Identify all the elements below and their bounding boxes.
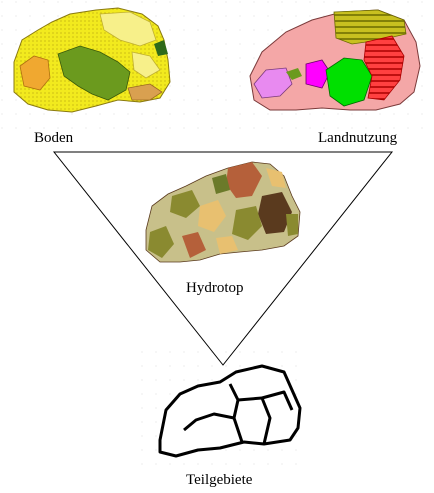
soil-patch-brown	[127, 83, 163, 101]
hydro-patch-6	[148, 226, 174, 258]
hydro-patch-8	[266, 168, 286, 188]
label-subareas: Teilgebiete	[186, 472, 253, 488]
subarea-divider-2	[183, 412, 235, 432]
landuse-patch-violet	[253, 67, 293, 99]
hydro-patch-3	[198, 200, 226, 232]
landuse-map	[249, 9, 421, 111]
hydro-patch-9	[212, 174, 230, 194]
soil-patch-light	[131, 51, 161, 79]
landuse-patch-small	[286, 68, 302, 80]
soil-patch-pale	[99, 11, 157, 47]
subarea-divider-1	[228, 383, 244, 443]
soil-patch-green	[57, 45, 131, 101]
hydro-patch-1	[226, 162, 262, 198]
label-landuse: Landnutzung	[318, 130, 398, 146]
subarea-divider-4	[237, 396, 272, 445]
hydrotope-map	[145, 161, 301, 263]
label-hydrotope: Hydrotop	[186, 280, 244, 296]
soil-map	[13, 7, 171, 113]
landuse-patch-magenta	[305, 59, 331, 89]
hydro-patch-7	[182, 232, 206, 258]
hydro-patch-11	[216, 236, 238, 254]
hydro-patch-10	[286, 214, 298, 236]
label-soil: Boden	[34, 130, 74, 146]
soil-patch-darkgreen	[154, 40, 168, 56]
hydro-patch-5	[232, 206, 262, 240]
overlay-triangle	[52, 151, 394, 366]
hydro-patch-2	[170, 190, 200, 218]
soil-patch-orange	[19, 55, 51, 91]
landuse-patch-green	[325, 57, 373, 107]
subarea-divider-3	[261, 390, 294, 411]
hydro-patch-4	[258, 192, 292, 234]
landuse-patch-red	[363, 35, 405, 101]
subareas-map	[158, 364, 302, 458]
